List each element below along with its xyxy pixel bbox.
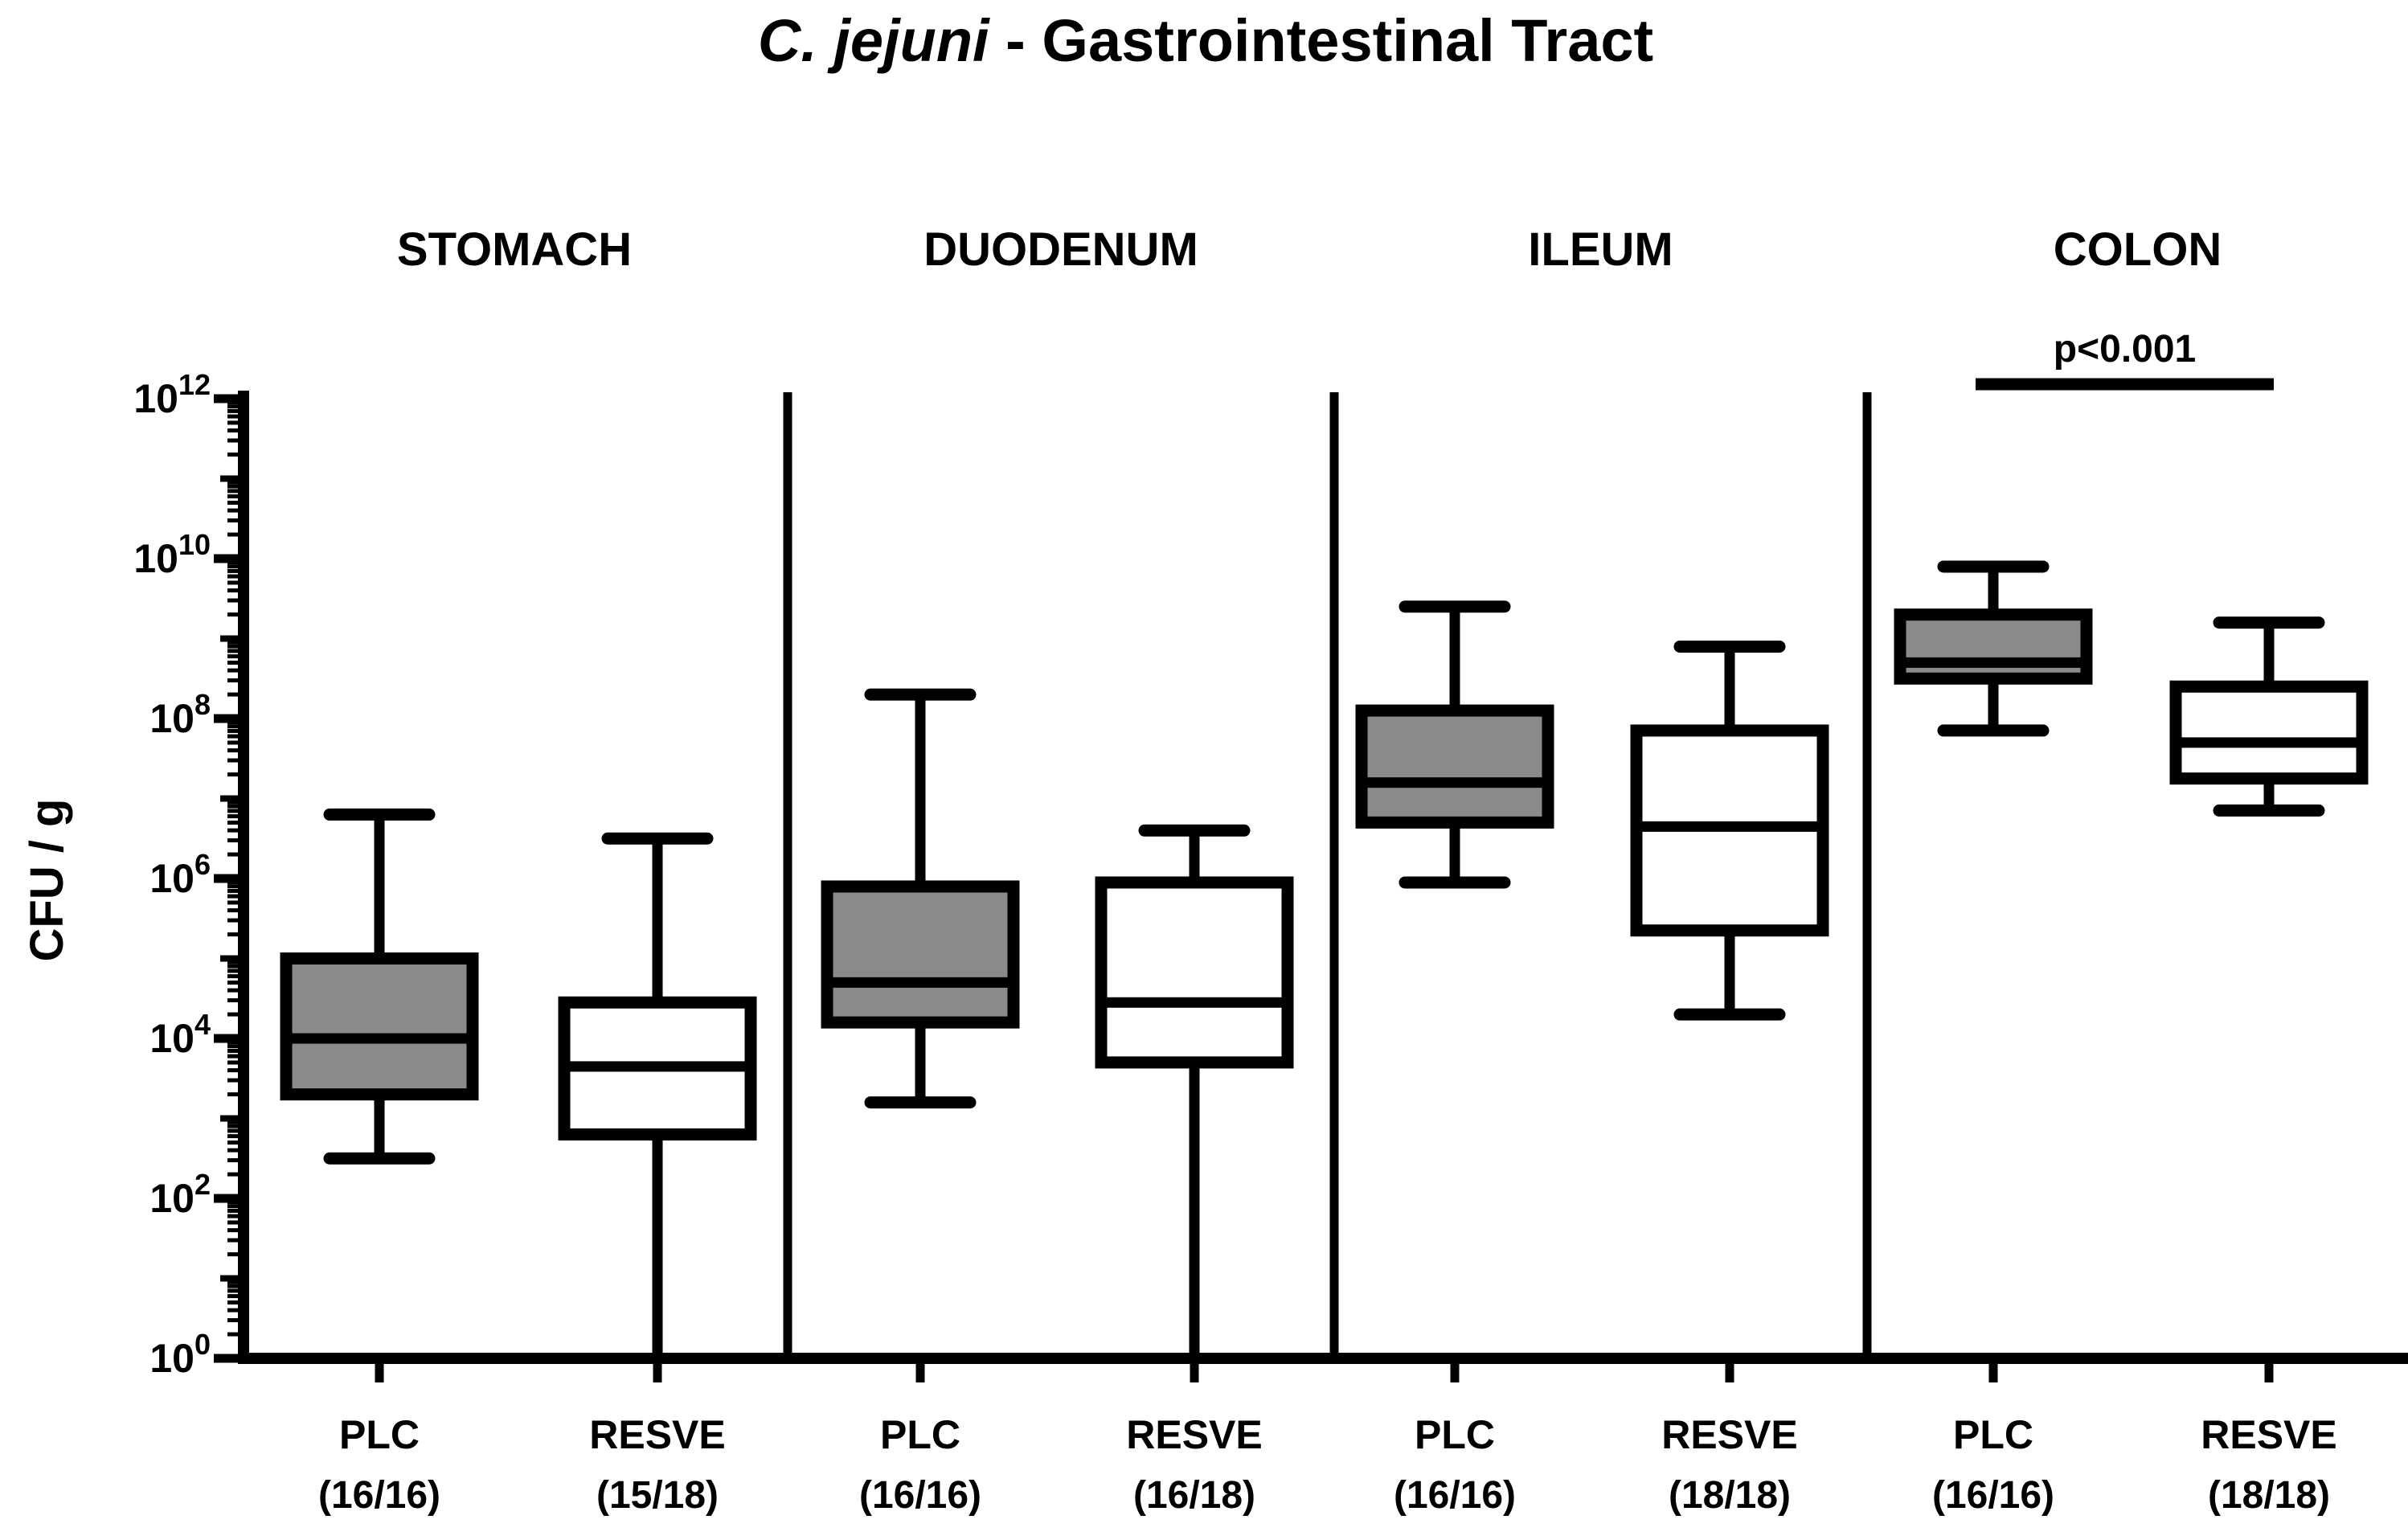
box-plots: [280, 560, 2369, 1358]
iqr-box: [1894, 608, 2093, 685]
significance-annotation: p<0.001: [1976, 328, 2274, 391]
y-tick-label: 106: [149, 848, 211, 901]
section-header-ileum: ILEUM: [1528, 223, 1673, 276]
x-label-count: (16/16): [859, 1474, 981, 1517]
y-tick-label: 104: [149, 1008, 211, 1061]
section-header-duodenum: DUODENUM: [923, 223, 1198, 276]
x-label-count: (16/16): [1932, 1474, 2054, 1517]
box-group-ileum-plc: [1355, 600, 1554, 889]
x-label-count: (16/16): [1394, 1474, 1516, 1517]
section-header-stomach: STOMACH: [397, 223, 632, 276]
section-separators: [783, 392, 1872, 1358]
box-group-duodenum-resve: [1095, 824, 1294, 1358]
iqr-box: [280, 952, 479, 1101]
x-label-count: (16/18): [1133, 1474, 1255, 1517]
x-label-group: PLC: [1415, 1412, 1495, 1457]
x-label-group: RESVE: [1661, 1412, 1798, 1457]
box-group-duodenum-plc: [821, 688, 1020, 1109]
chart-title-species: C. jejuni: [758, 7, 990, 74]
iqr-box: [2169, 680, 2369, 785]
iqr-box: [1355, 704, 1554, 829]
x-label-count: (18/18): [1669, 1474, 1791, 1517]
x-label-count: (15/18): [596, 1474, 719, 1517]
y-tick-label: 1010: [133, 528, 211, 581]
iqr-box: [1095, 876, 1294, 1069]
section-headers: STOMACH DUODENUM ILEUM COLON: [397, 223, 2222, 276]
x-label-group: RESVE: [2201, 1412, 2337, 1457]
section-header-colon: COLON: [2054, 223, 2222, 276]
x-axis-labels: PLC (16/16) RESVE (15/18) PLC (16/16) RESVE (16…: [318, 1364, 2337, 1517]
y-tick-label: 100: [149, 1328, 211, 1381]
x-label-count: (16/16): [318, 1474, 440, 1517]
x-label-group: RESVE: [1126, 1412, 1263, 1457]
box-group-colon-resve: [2169, 616, 2369, 817]
iqr-box: [821, 880, 1020, 1029]
box-group-stomach-resve: [558, 832, 757, 1358]
box-group-stomach-plc: [280, 808, 479, 1165]
x-label-group: RESVE: [589, 1412, 726, 1457]
chart-title-rest: - Gastrointestinal Tract: [989, 7, 1654, 74]
y-axis-tick-labels: 100 102 104 106 108 1010 1012: [133, 368, 211, 1381]
y-tick-label: 108: [149, 688, 211, 741]
x-label-group: PLC: [1953, 1412, 2033, 1457]
box-group-colon-plc: [1894, 560, 2093, 737]
y-axis-ticks: [214, 394, 238, 1363]
x-label-count: (18/18): [2208, 1474, 2330, 1517]
y-tick-label: 1012: [133, 368, 211, 421]
y-tick-label: 102: [149, 1168, 211, 1221]
significance-text: p<0.001: [2054, 328, 2196, 371]
x-label-group: PLC: [339, 1412, 420, 1457]
box-group-ileum-resve: [1630, 640, 1829, 1021]
y-axis-label: CFU / g: [21, 799, 73, 962]
chart-title: C. jejuni - Gastrointestinal Tract: [758, 7, 1653, 74]
axes: [238, 391, 2408, 1364]
x-label-group: PLC: [880, 1412, 960, 1457]
